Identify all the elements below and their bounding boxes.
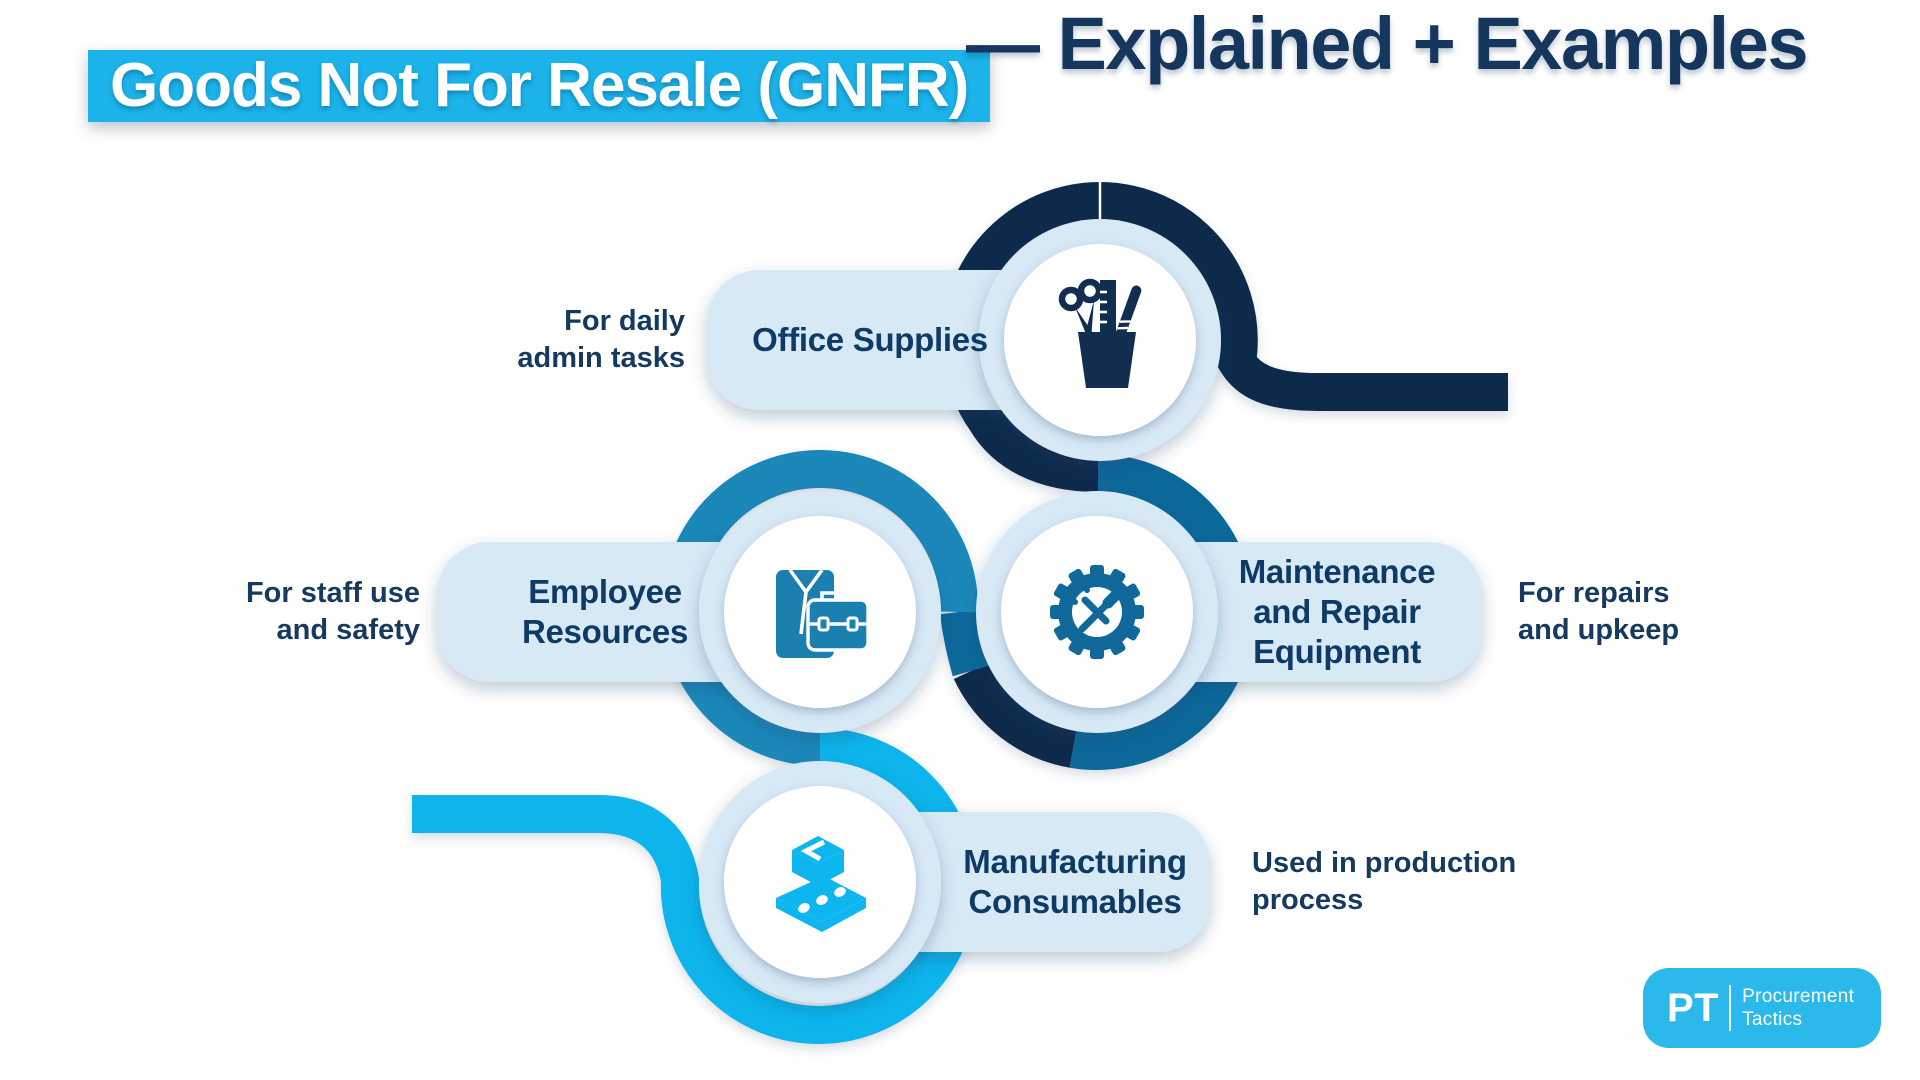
page-title-plain: — Explained + Examples [966, 2, 1808, 85]
snake-path [412, 180, 1508, 1044]
node-title-employee-resources: Employee Resources [521, 573, 689, 650]
snake-dark-navy-office [941, 182, 1508, 492]
logo-name: Procurement Tactics [1742, 986, 1855, 1030]
snake-dark-navy-maintenance [953, 662, 1077, 768]
note-employee-resources: For staff use and safety [245, 577, 420, 646]
logo-divider [1729, 985, 1732, 1031]
gear-tools-icon [1044, 559, 1150, 670]
node-title-manufacturing: Manufacturing Consumables [963, 843, 1187, 920]
shirt-briefcase-icon [766, 560, 874, 669]
note-office-supplies: For daily admin tasks [517, 305, 685, 374]
procurement-tactics-logo: PT Procurement Tactics [1643, 968, 1881, 1048]
node-title-maintenance: Maintenance and Repair Equipment [1238, 553, 1436, 670]
desk-organizer-icon [1048, 272, 1150, 397]
node-disks [724, 244, 1196, 978]
note-maintenance: For repairs and upkeep [1518, 577, 1680, 646]
conveyor-box-icon [764, 828, 876, 943]
snake-cyan-manufacturing [412, 728, 977, 1044]
page-title: Goods Not For Resale (GNFR) [88, 50, 991, 122]
page-title-highlighted: Goods Not For Resale (GNFR) [88, 50, 991, 122]
node-title-office-supplies: Office Supplies [752, 321, 988, 358]
logo-monogram: PT [1667, 985, 1720, 1030]
snake-deep-blue-connector [940, 609, 990, 677]
note-manufacturing: Used in production process [1252, 847, 1517, 916]
snake-medium-blue-employee [662, 450, 979, 766]
